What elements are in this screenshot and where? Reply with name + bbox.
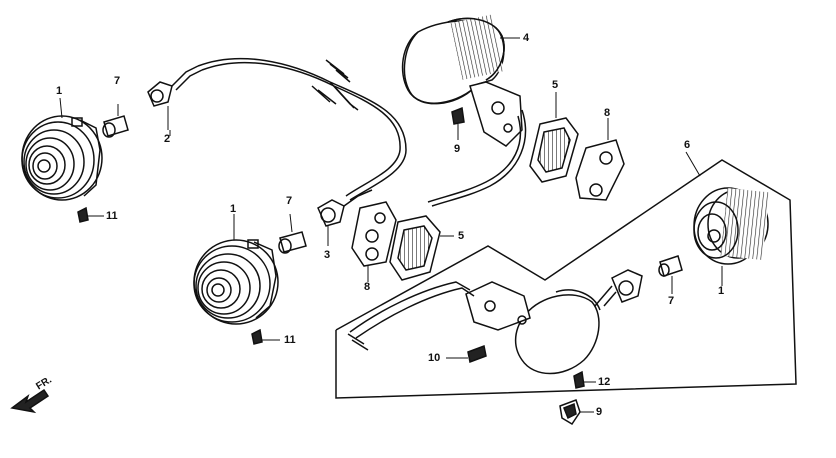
callout-11-mid: 11 [284,334,296,346]
callout-7-mid: 7 [286,195,293,207]
callout-1-right: 1 [718,285,725,297]
callout-5-mid: 5 [458,230,465,242]
front-direction-arrow [10,388,50,414]
screw-top [451,106,465,140]
bulb-right [658,255,683,294]
socket-3 [317,189,373,246]
turn-signal-lamp-middle [193,239,279,325]
gasket-top [529,92,579,183]
mount-plate-middle [351,201,397,282]
callout-10: 10 [428,352,441,364]
callout-7-right: 7 [668,295,675,307]
callout-6: 6 [684,139,691,151]
bolt-10 [446,344,487,364]
screw-left [77,206,104,223]
screw-middle [251,328,280,345]
stem-assembly [347,281,531,351]
callout-1-mid: 1 [230,203,237,215]
turn-signal-lamp-left [21,115,103,201]
callout-4: 4 [523,32,530,44]
mount-plate-top [575,118,625,201]
callout-9-top: 9 [454,143,461,155]
leader-lines [59,97,235,240]
bulb-middle [278,213,307,254]
callout-8-top: 8 [604,107,611,119]
gasket-middle [389,215,454,281]
callout-5-top: 5 [552,79,559,91]
stem-bracket [427,81,527,207]
callout-9-bottom: 9 [596,406,603,418]
socket-right [589,269,643,313]
turn-signal-lamp-right [693,187,770,286]
callout-1-left: 1 [56,85,63,97]
turn-signal-lamp-top [401,14,520,105]
callout-8-mid: 8 [364,281,371,293]
bulb-left [102,104,129,138]
callout-7-top: 7 [114,75,121,87]
callout-12: 12 [598,376,611,388]
callout-3: 3 [324,249,331,261]
callout-11-left: 11 [106,210,118,222]
turn-signal-lens-assembly [514,289,601,375]
socket-harness [147,57,407,201]
screw-bottom [559,399,594,426]
assembly-outline [335,151,797,399]
callout-2: 2 [164,133,171,145]
screw-12 [573,370,596,389]
